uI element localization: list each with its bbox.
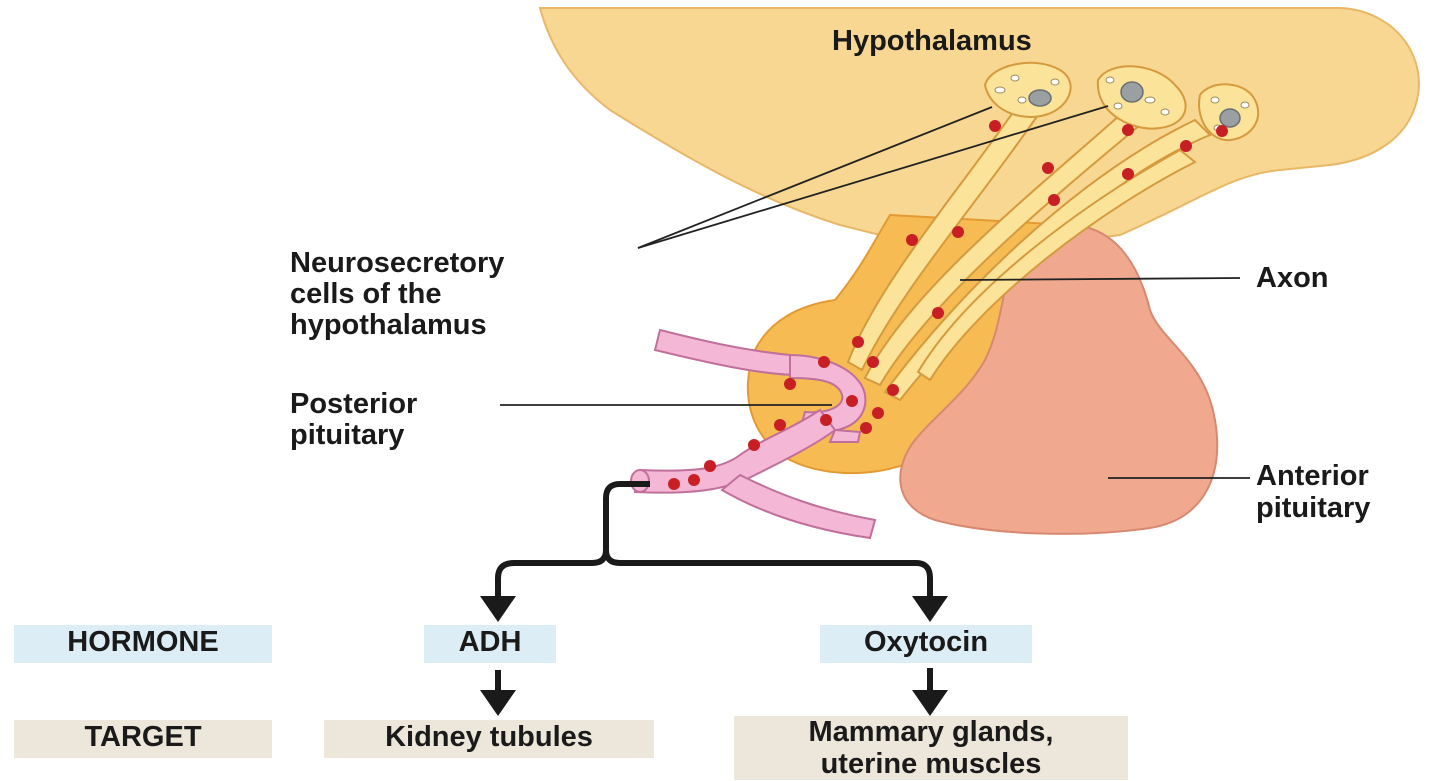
target-kidney-tubules: Kidney tubules	[324, 720, 654, 758]
target-mammary-line: Mammary glands,	[734, 716, 1128, 748]
hormone-oxytocin: Oxytocin	[820, 625, 1032, 663]
label-neurosecretory-2: cells of the	[290, 278, 442, 310]
nucleus-3	[1220, 109, 1240, 127]
label-anterior-2: pituitary	[1256, 492, 1370, 524]
nucleus-2	[1121, 82, 1143, 102]
vessel-lower-branch	[722, 475, 875, 538]
label-anterior-1: Anterior	[1256, 460, 1369, 492]
label-axon: Axon	[1256, 262, 1329, 294]
arrowhead-adh	[480, 596, 516, 622]
label-neurosecretory-3: hypothalamus	[290, 309, 487, 341]
nucleus-1	[1029, 90, 1051, 106]
target-header: TARGET	[14, 720, 272, 758]
arrow-trunk	[498, 484, 650, 598]
hormone-adh: ADH	[424, 625, 556, 663]
arrow-to-oxytocin	[606, 550, 930, 598]
secretion-arrows	[498, 484, 930, 698]
arrowhead-mammary	[912, 690, 948, 716]
arrowhead-oxytocin	[912, 596, 948, 622]
vessel-right-branch	[830, 430, 860, 442]
hormone-header: HORMONE	[14, 625, 272, 663]
target-mammary-uterine: Mammary glands, uterine muscles	[734, 716, 1128, 780]
label-posterior-2: pituitary	[290, 419, 404, 451]
arrowhead-kidney	[480, 690, 516, 716]
label-hypothalamus: Hypothalamus	[832, 25, 1032, 57]
target-uterine-line: uterine muscles	[734, 748, 1128, 780]
label-neurosecretory-1: Neurosecretory	[290, 247, 504, 279]
label-posterior-1: Posterior	[290, 388, 417, 420]
